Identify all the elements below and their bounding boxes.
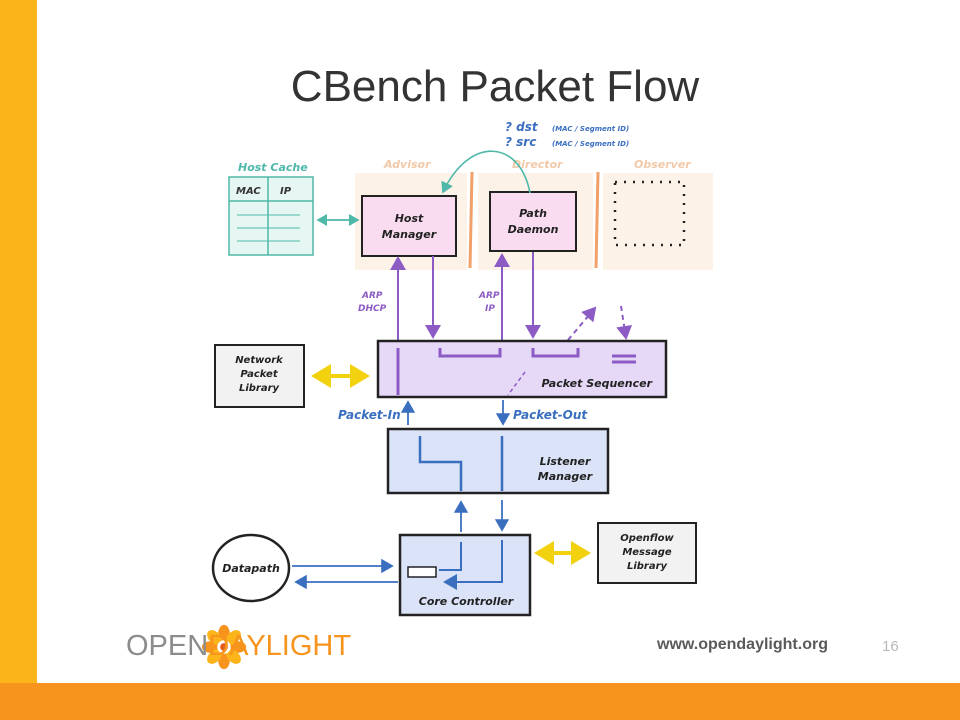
src-note: ? src	[505, 135, 536, 149]
tier-advisor: Advisor	[383, 158, 431, 171]
host-cache-col-ip: IP	[280, 186, 292, 197]
arp-ip-label: ARP	[478, 291, 500, 301]
path-daemon-label: Daemon	[508, 223, 559, 236]
host-manager-label: Host	[395, 212, 424, 225]
website-url: www.opendaylight.org	[657, 636, 828, 653]
observer-region	[603, 173, 713, 270]
network-packet-library-label: Packet	[240, 369, 278, 380]
core-buffer	[407, 566, 437, 578]
openflow-message-library-label: Openflow	[620, 533, 674, 544]
arp-dhcp-label: DHCP	[358, 304, 387, 314]
opendaylight-logo-icon	[201, 624, 247, 670]
host-cache-table	[228, 176, 314, 256]
network-packet-library-label: Library	[239, 383, 280, 394]
logo-wordmark: OPENDAYLIGHT	[126, 630, 351, 663]
datapath-circle	[211, 533, 291, 603]
tier-observer: Observer	[634, 158, 691, 171]
tier-director: Director	[512, 158, 563, 171]
observer-dotted-box	[613, 180, 686, 247]
sequencer-flows	[390, 252, 633, 341]
query-arrow	[441, 150, 531, 194]
sequencer-internal-paths	[396, 348, 636, 396]
divider	[594, 171, 600, 269]
host-cache-label: Host Cache	[238, 161, 308, 174]
slide-title: CBench Packet Flow	[290, 62, 700, 111]
host-manager-label: Manager	[382, 228, 437, 241]
dst-note-detail: (MAC / Segment ID)	[552, 125, 629, 133]
host-cache-col-mac: MAC	[236, 186, 261, 197]
arp-ip-label: IP	[485, 304, 495, 314]
packet-sequencer-label: Packet Sequencer	[541, 377, 652, 390]
datapath-label: Datapath	[222, 562, 280, 575]
openflow-message-library-label: Library	[627, 561, 668, 572]
packet-sequencer-box	[376, 339, 668, 399]
listener-manager-label: Listener	[540, 455, 591, 468]
openflow-message-library-box	[597, 522, 697, 584]
network-packet-library-box	[214, 344, 305, 408]
host-manager-box	[361, 195, 457, 257]
openflow-message-library-label: Message	[622, 547, 672, 558]
listener-internal-paths	[418, 436, 504, 491]
divider	[468, 171, 474, 269]
path-daemon-box	[489, 191, 577, 252]
listener-manager-label: Manager	[538, 470, 593, 483]
bottom-accent-bar	[0, 683, 960, 720]
dst-note: ? dst	[505, 120, 539, 134]
path-daemon-label: Path	[519, 207, 547, 220]
logo-daylight: DAYLIGHT	[208, 630, 352, 662]
core-controller-label: Core Controller	[419, 595, 514, 608]
packet-out-label: Packet-Out	[513, 408, 588, 422]
arp-dhcp-label: ARP	[361, 291, 383, 301]
page-number: 16	[882, 638, 899, 655]
left-accent-bar	[0, 0, 37, 720]
src-note-detail: (MAC / Segment ID)	[552, 140, 629, 148]
packet-in-label: Packet-In	[338, 408, 401, 422]
host-cache: Host Cache MAC IP	[228, 161, 314, 256]
core-internal-paths	[439, 540, 503, 590]
network-packet-library-label: Network	[235, 355, 284, 366]
logo-open: OPEN	[126, 630, 209, 662]
